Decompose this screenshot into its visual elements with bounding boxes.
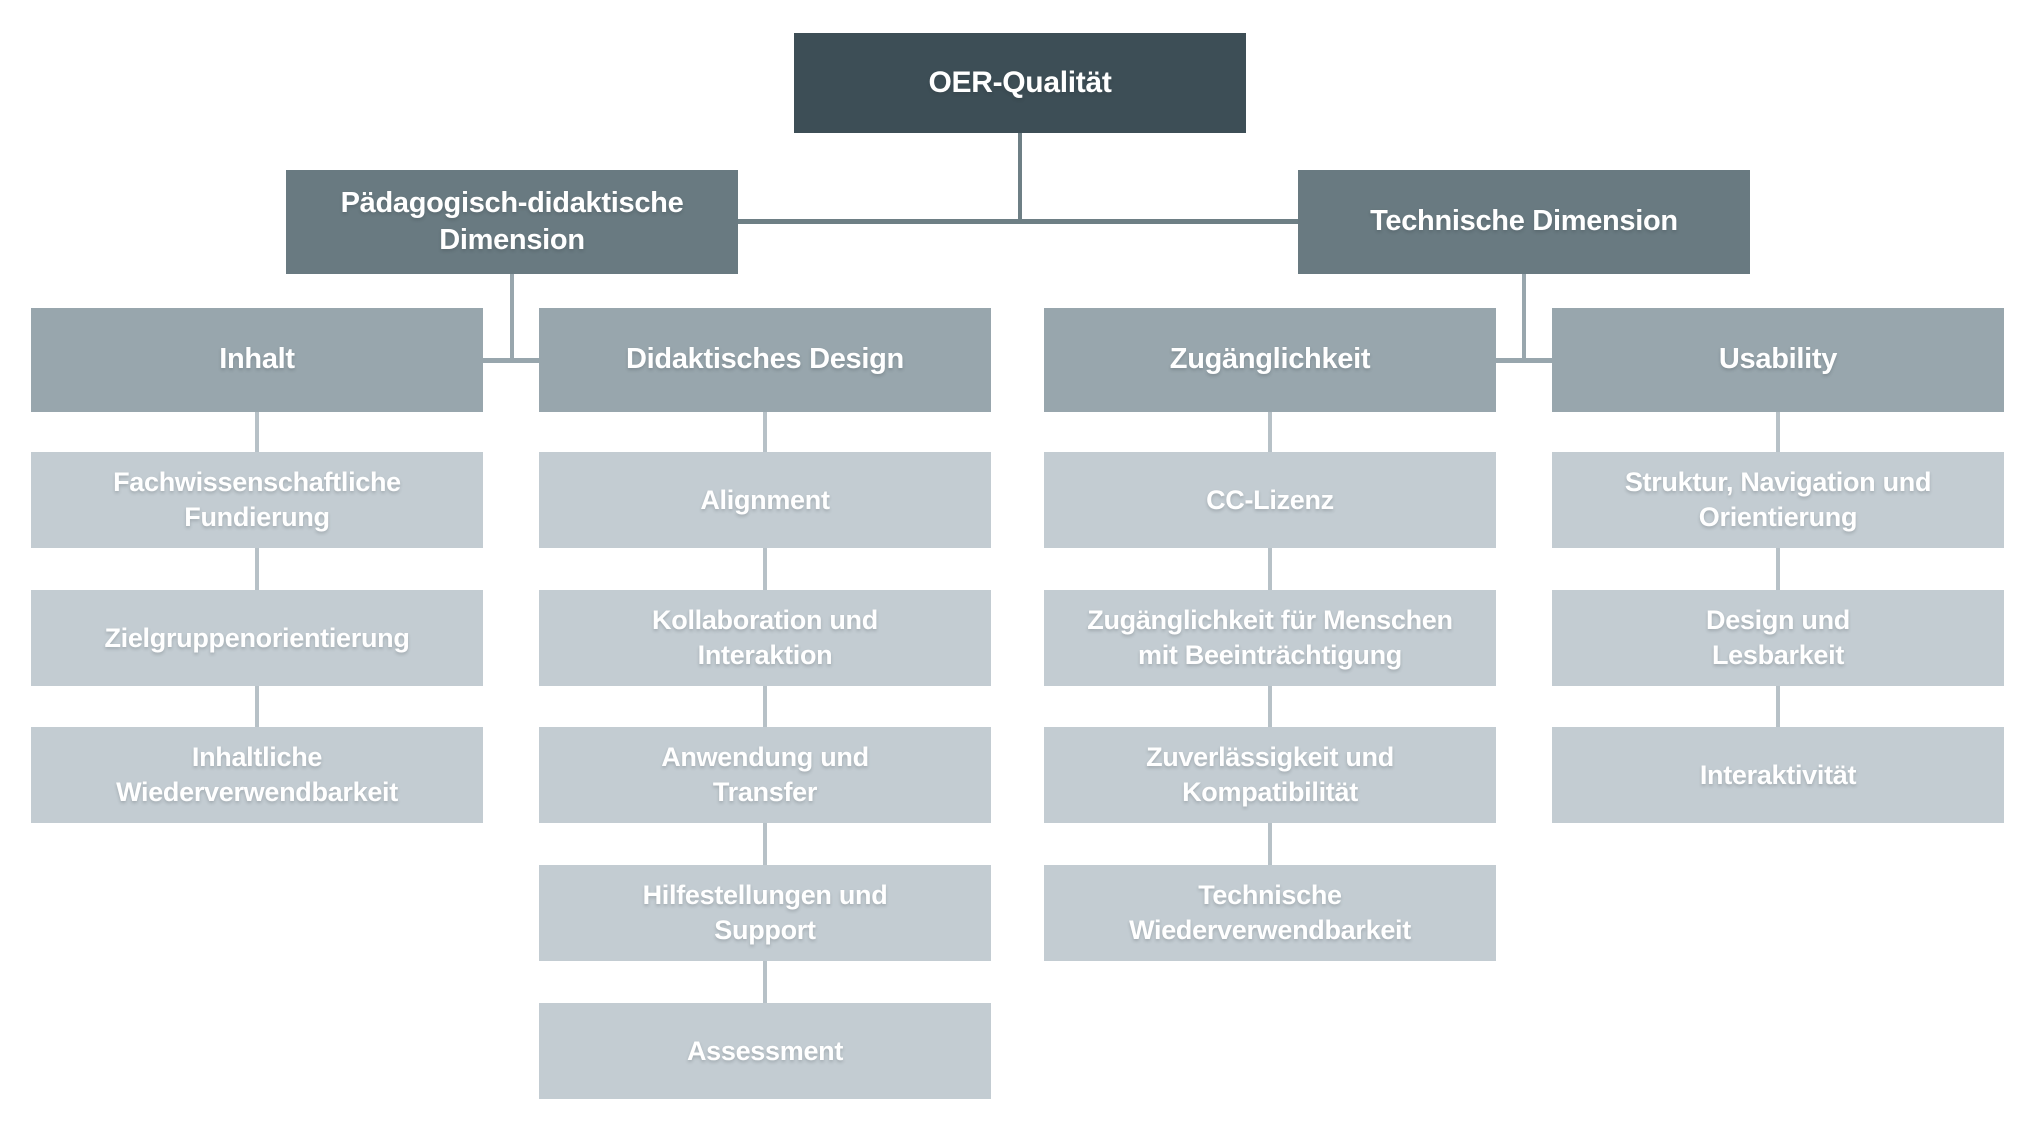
node-design-und-lesbarkeit: Design und Lesbarkeit (1552, 590, 2004, 686)
node-zielgruppenorientierung: Zielgruppenorientierung (31, 590, 483, 686)
node-anwendung-und-transfer: Anwendung und Transfer (539, 727, 991, 823)
node-assessment: Assessment (539, 1003, 991, 1099)
node-usability: Usability (1552, 308, 2004, 412)
node-hilfestellungen-und-support: Hilfestellungen und Support (539, 865, 991, 961)
node-alignment: Alignment (539, 452, 991, 548)
connector-dim2-horizontal (1496, 358, 1552, 363)
node-interaktivitaet: Interaktivität (1552, 727, 2004, 823)
node-zugaenglichkeit-fuer-menschen: Zugänglichkeit für Menschen mit Beeinträ… (1044, 590, 1496, 686)
node-technische-dimension: Technische Dimension (1298, 170, 1750, 274)
connector-dim1-vertical (510, 274, 514, 363)
node-paedagogisch-didaktische-dimension: Pädagogisch-didaktische Dimension (286, 170, 738, 274)
node-zuverlaessigkeit-und-kompatibilitaet: Zuverlässigkeit und Kompatibilität (1044, 727, 1496, 823)
connector-spine-inhalt (255, 412, 259, 742)
connector-dim2-vertical (1522, 274, 1526, 363)
node-kollaboration-und-interaktion: Kollaboration und Interaktion (539, 590, 991, 686)
node-oer-qualitaet: OER-Qualität (794, 33, 1246, 133)
node-zugaenglichkeit: Zugänglichkeit (1044, 308, 1496, 412)
connector-root-horizontal (738, 219, 1305, 224)
node-inhaltliche-wiederverwendbarkeit: Inhaltliche Wiederverwendbarkeit (31, 727, 483, 823)
node-inhalt: Inhalt (31, 308, 483, 412)
connector-root-vertical (1018, 133, 1022, 224)
node-technische-wiederverwendbarkeit: Technische Wiederverwendbarkeit (1044, 865, 1496, 961)
connector-spine-didaktisches-design (763, 412, 767, 1012)
connector-dim1-horizontal (483, 358, 539, 363)
node-didaktisches-design: Didaktisches Design (539, 308, 991, 412)
connector-spine-usability (1776, 412, 1780, 742)
node-struktur-navigation-orientierung: Struktur, Navigation und Orientierung (1552, 452, 2004, 548)
node-cc-lizenz: CC-Lizenz (1044, 452, 1496, 548)
node-fachwissenschaftliche-fundierung: Fachwissenschaftliche Fundierung (31, 452, 483, 548)
